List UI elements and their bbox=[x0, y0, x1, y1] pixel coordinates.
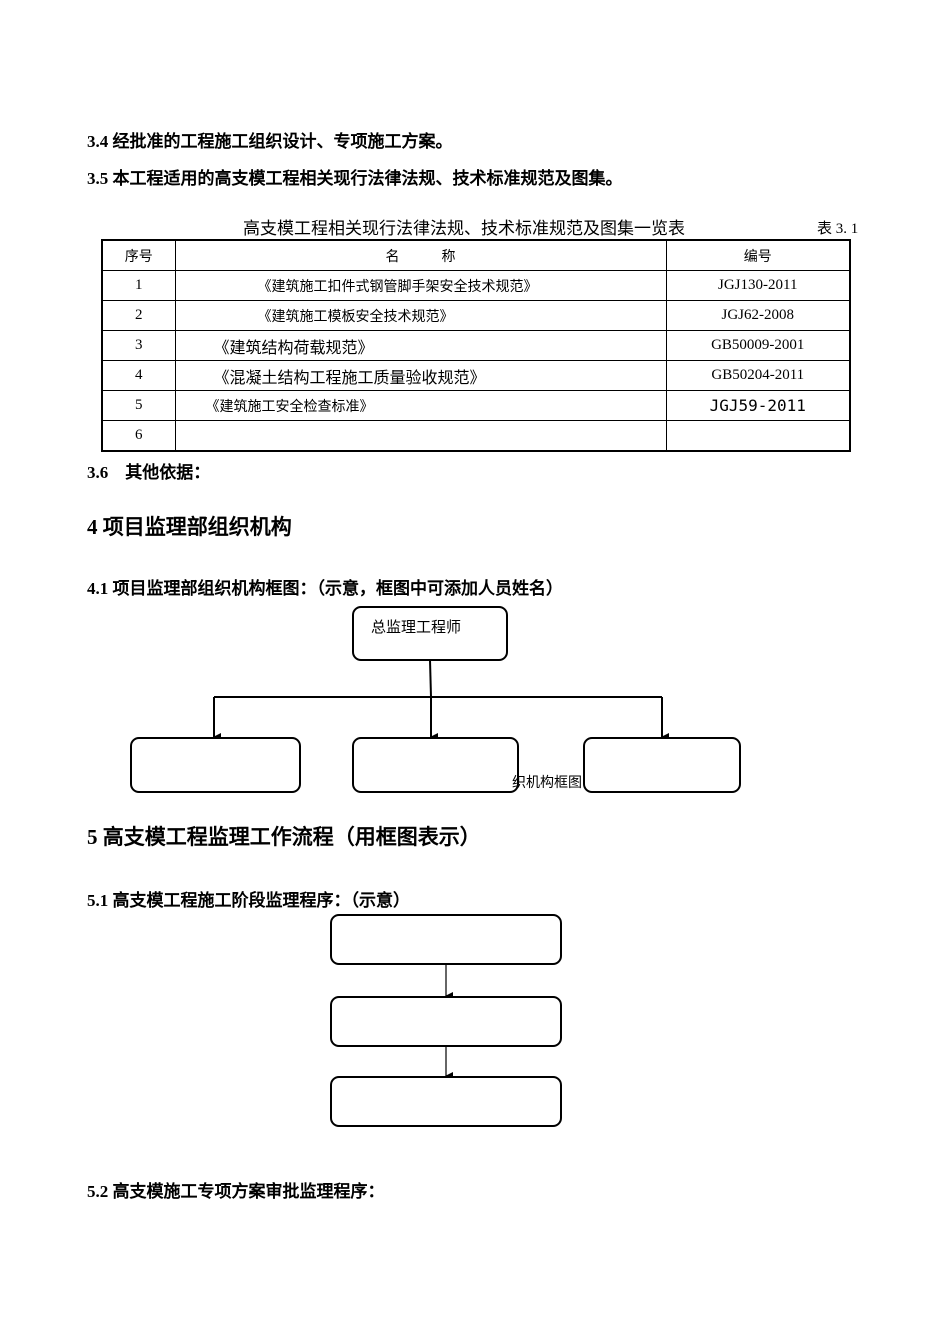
row-code: JGJ62-2008 bbox=[665, 300, 851, 331]
section-5-2: 5.2 高支模施工专项方案审批监理程序： bbox=[87, 1182, 385, 1201]
row-index: 6 bbox=[101, 420, 176, 452]
section-3-4: 3.4 经批准的工程施工组织设计、专项施工方案。 bbox=[87, 132, 453, 151]
header-index: 序号 bbox=[101, 239, 176, 271]
header-code: 编号 bbox=[665, 239, 851, 271]
flow-box-3 bbox=[330, 1076, 562, 1127]
table-row: 5 《建筑施工安全检查标准》 JGJ59-2011 bbox=[101, 390, 851, 421]
row-name: 《建筑施工扣件式钢管脚手架安全技术规范》 bbox=[174, 270, 667, 301]
overlap-caption-text: 织机构框图 bbox=[512, 775, 582, 790]
row-index: 1 bbox=[101, 270, 176, 301]
section-4-heading: 4 项目监理部组织机构 bbox=[87, 515, 292, 539]
row-index: 5 bbox=[101, 390, 176, 421]
regulations-table: 序号 名 称 编号 1 《建筑施工扣件式钢管脚手架安全技术规范》 JGJ130-… bbox=[101, 239, 851, 452]
row-index: 2 bbox=[101, 300, 176, 331]
org-box-left bbox=[130, 737, 301, 793]
org-box-right bbox=[583, 737, 741, 793]
row-code: JGJ130-2011 bbox=[665, 270, 851, 301]
section-5-heading: 5 高支模工程监理工作流程（用框图表示） bbox=[87, 825, 481, 849]
row-name bbox=[174, 420, 667, 452]
flow-box-1 bbox=[330, 914, 562, 965]
section-4-1: 4.1 项目监理部组织机构框图：（示意，框图中可添加人员姓名） bbox=[87, 579, 563, 598]
section-3-5: 3.5 本工程适用的高支模工程相关现行法律法规、技术标准规范及图集。 bbox=[87, 169, 623, 188]
table-number: 表 3. 1 bbox=[817, 221, 859, 237]
row-code bbox=[665, 420, 851, 452]
row-name: 《建筑施工安全检查标准》 bbox=[174, 390, 667, 421]
row-code: GB50009-2001 bbox=[665, 330, 851, 361]
chief-supervisor-box: 总监理工程师 bbox=[352, 606, 508, 661]
table-row: 2 《建筑施工模板安全技术规范》 JGJ62-2008 bbox=[101, 300, 851, 331]
org-box-middle bbox=[352, 737, 519, 793]
section-5-1: 5.1 高支模工程施工阶段监理程序：（示意） bbox=[87, 891, 410, 910]
table-title: 高支模工程相关现行法律法规、技术标准规范及图集一览表 bbox=[243, 219, 685, 239]
table-row: 6 bbox=[101, 420, 851, 452]
table-header-row: 序号 名 称 编号 bbox=[101, 239, 851, 271]
row-name: 《混凝土结构工程施工质量验收规范》 bbox=[174, 360, 667, 391]
flow-box-2 bbox=[330, 996, 562, 1047]
table-row: 1 《建筑施工扣件式钢管脚手架安全技术规范》 JGJ130-2011 bbox=[101, 270, 851, 301]
section-3-6: 3.6 其他依据： bbox=[87, 463, 211, 482]
overlap-caption: 织机构框图 bbox=[512, 772, 588, 790]
chief-supervisor-label: 总监理工程师 bbox=[371, 618, 462, 636]
row-code: JGJ59-2011 bbox=[665, 390, 851, 421]
org-trunk-line bbox=[429, 659, 432, 698]
